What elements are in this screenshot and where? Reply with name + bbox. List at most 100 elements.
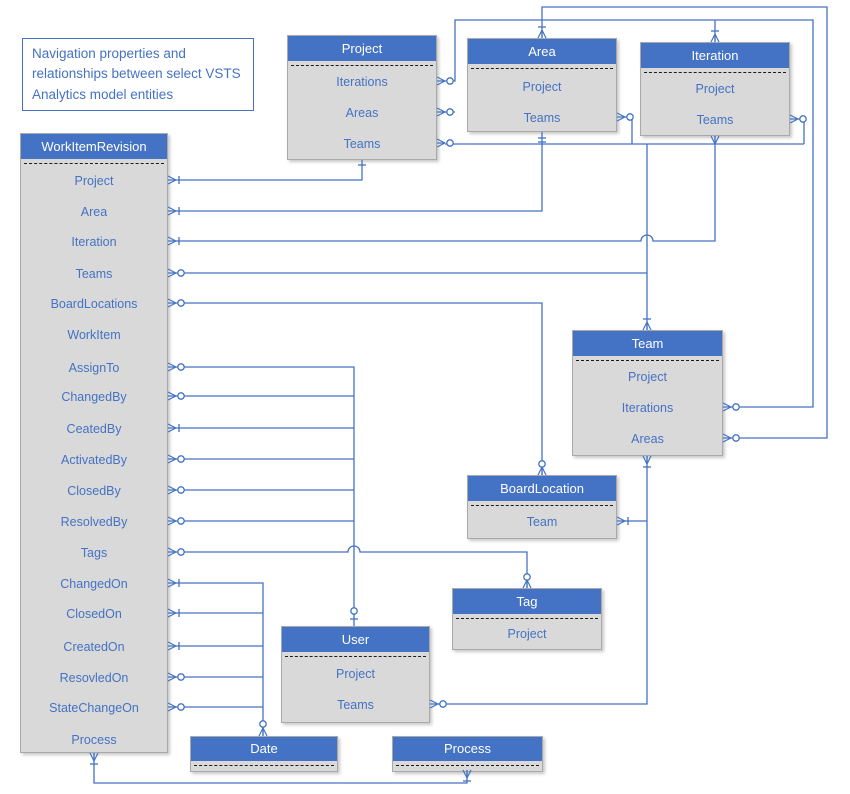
connector-line bbox=[722, 433, 732, 443]
cardinality-circle bbox=[177, 703, 185, 711]
connector-line bbox=[167, 547, 177, 557]
connector-line bbox=[176, 582, 264, 736]
connector-line bbox=[167, 298, 177, 308]
header-separator bbox=[471, 505, 613, 506]
cardinality-circle bbox=[177, 517, 185, 525]
connector-line bbox=[710, 33, 720, 43]
connector-line bbox=[167, 702, 177, 712]
connector-line bbox=[436, 138, 446, 148]
connector-line bbox=[167, 454, 177, 464]
connector-line bbox=[642, 321, 652, 331]
diagram-title: Navigation properties and relationships … bbox=[22, 38, 254, 111]
cardinality-circle bbox=[626, 113, 634, 121]
entity-field-changedby: ChangedBy bbox=[61, 390, 127, 404]
header-separator bbox=[576, 360, 719, 361]
entity-header: Tag bbox=[453, 589, 601, 614]
cardinality-circle bbox=[177, 269, 185, 277]
connector-line bbox=[167, 423, 177, 433]
connector-line bbox=[167, 485, 177, 495]
connector-line bbox=[436, 107, 446, 117]
entity-header: WorkItemRevision bbox=[21, 134, 167, 159]
entity-header: Area bbox=[468, 39, 616, 64]
cardinality-circle bbox=[732, 434, 740, 442]
connector-line bbox=[789, 114, 799, 124]
connector-line bbox=[167, 206, 177, 216]
connector-line bbox=[722, 402, 732, 412]
connector-line bbox=[798, 118, 805, 144]
cardinality-circle bbox=[259, 720, 267, 728]
entity-field-assignto: AssignTo bbox=[68, 361, 120, 375]
connector-line bbox=[616, 112, 626, 122]
entity-field-resolvedby: ResolvedBy bbox=[60, 515, 128, 529]
connector-line bbox=[89, 752, 99, 762]
connector-line bbox=[176, 366, 355, 626]
entity-field-project: Project bbox=[507, 627, 547, 641]
entity-field-process: Process bbox=[71, 733, 117, 747]
entity-field-project: Project bbox=[628, 370, 667, 384]
entity-field-teams: Teams bbox=[696, 113, 734, 127]
entity-field-iteration: Iteration bbox=[71, 235, 117, 249]
connector-line bbox=[167, 391, 177, 401]
cardinality-circle bbox=[177, 486, 185, 494]
connector-line bbox=[176, 545, 528, 588]
cardinality-circle bbox=[439, 700, 447, 708]
header-separator bbox=[396, 765, 539, 766]
cardinality-circle bbox=[177, 548, 185, 556]
connector-line bbox=[167, 268, 177, 278]
cardinality-circle bbox=[523, 573, 531, 581]
connector-line bbox=[167, 175, 177, 185]
cardinality-circle bbox=[177, 363, 185, 371]
entity-header: BoardLocation bbox=[468, 476, 616, 501]
entity-field-iterations: Iterations bbox=[621, 401, 674, 415]
connector-line bbox=[625, 116, 633, 144]
entity-field-closedby: ClosedBy bbox=[67, 484, 121, 498]
entity-field-iterations: Iterations bbox=[336, 75, 388, 89]
entity-header: Team bbox=[573, 331, 722, 356]
entity-field-activatedby: ActivatedBy bbox=[60, 453, 127, 467]
connector-line bbox=[167, 578, 177, 588]
connector-line bbox=[429, 699, 439, 709]
connector-line bbox=[176, 160, 363, 181]
cardinality-circle bbox=[177, 299, 185, 307]
connector-line bbox=[167, 672, 177, 682]
entity-field-createdon: CreatedOn bbox=[63, 640, 125, 654]
connector-line bbox=[167, 362, 177, 372]
entity-field-areas: Areas bbox=[345, 106, 379, 120]
cardinality-circle bbox=[177, 392, 185, 400]
entity-field-teams: Teams bbox=[75, 267, 113, 281]
header-separator bbox=[24, 163, 164, 164]
connector-line bbox=[167, 608, 177, 618]
connector-line bbox=[522, 579, 532, 589]
connector-line bbox=[642, 455, 652, 465]
entity-header: Process bbox=[393, 737, 542, 761]
cardinality-circle bbox=[446, 108, 454, 116]
entity-field-team: Team bbox=[526, 515, 558, 529]
entity-field-statechangeon: StateChangeOn bbox=[49, 701, 139, 715]
entity-field-area: Area bbox=[80, 205, 108, 219]
connector-line bbox=[436, 76, 446, 86]
connector-line bbox=[537, 29, 547, 39]
connector-line bbox=[167, 236, 177, 246]
header-separator bbox=[456, 618, 598, 619]
entity-field-workitem: WorkItem bbox=[67, 328, 121, 342]
header-separator bbox=[194, 765, 334, 766]
header-separator bbox=[471, 68, 613, 69]
entity-process: Process bbox=[392, 736, 543, 772]
entity-field-resovledon: ResovledOn bbox=[59, 671, 129, 685]
connector-line bbox=[167, 641, 177, 651]
cardinality-circle bbox=[177, 673, 185, 681]
entity-field-tags: Tags bbox=[80, 546, 108, 560]
connector-line bbox=[258, 727, 268, 737]
header-separator bbox=[644, 72, 786, 73]
entity-header: User bbox=[282, 627, 429, 652]
entity-field-ceatedby: CeatedBy bbox=[66, 422, 122, 436]
connector-line bbox=[167, 516, 177, 526]
entity-field-teams: Teams bbox=[337, 698, 374, 712]
cardinality-circle bbox=[446, 77, 454, 85]
